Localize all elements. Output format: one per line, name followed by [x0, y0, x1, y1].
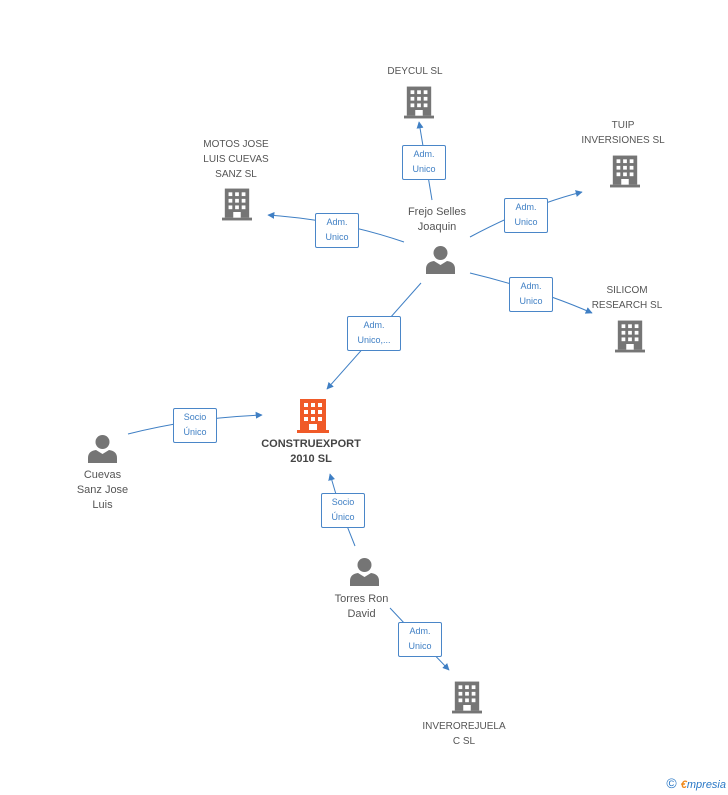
relation-line: Adm. [326, 217, 348, 227]
copyright-brand[interactable]: ©€mpresia [666, 775, 726, 791]
building-icon [610, 155, 640, 193]
relation-line: Único [331, 512, 355, 522]
relation-line: Unico [519, 296, 543, 306]
relation-line: Socio [331, 497, 355, 507]
building-icon [452, 681, 482, 719]
relation-line: Unico [408, 641, 432, 651]
node-name-line: Frejo Selles [407, 206, 467, 218]
node-name-line: DEYCUL SL [387, 66, 443, 77]
node-name-line: Luis [92, 499, 113, 511]
node-label-motos[interactable]: MOTOS JOSE LUIS CUEVAS SANZ SL [188, 137, 284, 182]
relation-label-frejo-motos[interactable]: Adm. Unico [315, 213, 359, 248]
node-label-cuevas[interactable]: Cuevas Sanz Jose Luis [55, 468, 150, 513]
node-name-line: LUIS CUEVAS [203, 154, 269, 165]
relation-label-cuevas-main[interactable]: Socio Único [173, 408, 217, 443]
relation-line: Adm. [363, 320, 385, 330]
relation-line: Adm. [515, 202, 537, 212]
node-label-inverorejuela[interactable]: INVEROREJUELA C SL [410, 719, 518, 749]
node-label-torres[interactable]: Torres Ron David [314, 592, 409, 622]
node-name-line: INVERSIONES SL [581, 135, 665, 146]
brand-logo-initial: € [680, 779, 687, 791]
building-icon [222, 188, 252, 226]
relation-label-torres-inverorejuela[interactable]: Adm. Unico [398, 622, 442, 657]
person-icon [350, 556, 379, 591]
node-name-line: C SL [452, 736, 476, 747]
node-name-line: TUIP [611, 120, 635, 131]
node-label-frejo[interactable]: Frejo Selles Joaquin [387, 205, 487, 235]
relation-line: Socio [183, 412, 207, 422]
node-label-main[interactable]: CONSTRUEXPORT 2010 SL [251, 437, 371, 467]
relation-line: Unico,... [357, 335, 391, 345]
building-icon [404, 86, 434, 124]
node-name-line: SANZ SL [215, 169, 257, 180]
node-name-line: Cuevas [83, 469, 122, 481]
copyright-icon: © [666, 775, 677, 791]
person-icon [88, 433, 117, 468]
relation-line: Unico [325, 232, 349, 242]
building-icon [615, 320, 645, 358]
node-name-line: CONSTRUEXPORT [261, 438, 361, 450]
relation-line: Unico [514, 217, 538, 227]
node-label-silicom[interactable]: SILICOM RESEARCH SL [575, 283, 679, 313]
relation-label-frejo-main[interactable]: Adm. Unico,... [347, 316, 401, 351]
relation-line: Único [183, 427, 207, 437]
node-label-deycul[interactable]: DEYCUL SL [365, 64, 465, 79]
building-icon [297, 399, 329, 438]
node-name-line: 2010 SL [290, 453, 332, 465]
brand-name: mpresia [686, 779, 726, 791]
node-name-line: SILICOM [606, 285, 648, 296]
relation-line: Adm. [413, 149, 435, 159]
node-name-line: Torres Ron [334, 593, 389, 605]
relation-line: Adm. [409, 626, 431, 636]
relation-label-frejo-silicom[interactable]: Adm. Unico [509, 277, 553, 312]
node-name-line: MOTOS JOSE [203, 139, 269, 150]
node-name-line: INVEROREJUELA [422, 721, 506, 732]
person-icon [426, 244, 455, 279]
node-name-line: Sanz Jose [76, 484, 129, 496]
relation-label-torres-main[interactable]: Socio Único [321, 493, 365, 528]
relation-line: Unico [412, 164, 436, 174]
node-label-tuip[interactable]: TUIP INVERSIONES SL [568, 118, 678, 148]
relation-label-frejo-deycul[interactable]: Adm. Unico [402, 145, 446, 180]
relation-label-frejo-tuip[interactable]: Adm. Unico [504, 198, 548, 233]
node-name-line: RESEARCH SL [591, 300, 663, 311]
node-name-line: David [347, 608, 376, 620]
relation-line: Adm. [520, 281, 542, 291]
node-name-line: Joaquin [417, 221, 457, 233]
